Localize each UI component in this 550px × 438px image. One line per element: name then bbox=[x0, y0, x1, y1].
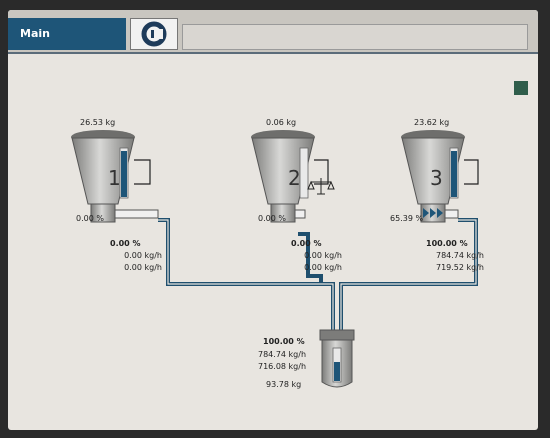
top-bar: Main bbox=[8, 10, 538, 54]
hopper-1-flow-2: 0.00 kg/h bbox=[124, 263, 162, 272]
hopper-3-flow-2: 719.52 kg/h bbox=[435, 263, 484, 272]
receiver-flow-1: 784.74 kg/h bbox=[258, 350, 307, 359]
hopper-2-flow-1: 0.00 kg/h bbox=[304, 251, 342, 260]
logo-button[interactable] bbox=[130, 18, 178, 50]
hopper-1[interactable] bbox=[71, 130, 159, 223]
hopper-1-percent: 0.00 % bbox=[110, 239, 141, 248]
receiver-vessel[interactable] bbox=[319, 329, 355, 388]
hopper-2-weight: 0.06 kg bbox=[266, 118, 297, 127]
receiver-flow-2: 716.08 kg/h bbox=[258, 362, 307, 371]
hopper-2-flow-2: 0.00 kg/h bbox=[304, 263, 342, 272]
hopper-3-level: 65.39 % bbox=[390, 214, 424, 223]
hopper-1-bracket bbox=[134, 159, 151, 185]
tab-main[interactable]: Main bbox=[8, 18, 126, 50]
hopper-1-weight: 26.53 kg bbox=[80, 118, 116, 127]
tab-main-label: Main bbox=[20, 27, 50, 40]
receiver-percent: 100.00 % bbox=[263, 337, 305, 346]
hopper-1-number: 1 bbox=[108, 166, 121, 190]
process-overview: 1 2 3 26.53 kg 0.06 kg 23.62 kg 0.00 % 0… bbox=[8, 52, 538, 430]
hopper-1-flow-1: 0.00 kg/h bbox=[124, 251, 162, 260]
hopper-1-level-bar bbox=[121, 151, 127, 197]
hopper-3-level-bar bbox=[451, 151, 457, 197]
hopper-2[interactable] bbox=[251, 130, 335, 223]
hopper-2-percent: 0.00 % bbox=[291, 239, 322, 248]
header-info-field bbox=[182, 24, 528, 50]
hopper-1-level: 0.00 % bbox=[76, 214, 104, 223]
receiver-weight: 93.78 kg bbox=[266, 380, 302, 389]
hopper-3-number: 3 bbox=[430, 166, 443, 190]
receiver-level-bar bbox=[334, 362, 340, 381]
pipe-network bbox=[158, 218, 478, 330]
feed-arrows-icon bbox=[423, 208, 443, 218]
scale-icon bbox=[307, 178, 335, 195]
hopper-2-level: 0.00 % bbox=[258, 214, 286, 223]
hopper-3-flow-1: 784.74 kg/h bbox=[435, 251, 484, 260]
company-logo-icon bbox=[141, 21, 167, 47]
hopper-2-number: 2 bbox=[288, 166, 301, 190]
hopper-3-percent: 100.00 % bbox=[426, 239, 468, 248]
hmi-screen: Main bbox=[8, 10, 538, 430]
corner-button[interactable] bbox=[514, 81, 528, 95]
hopper-3[interactable] bbox=[401, 130, 479, 223]
hopper-3-weight: 23.62 kg bbox=[414, 118, 450, 127]
pipe-network-inner bbox=[158, 219, 477, 330]
process-diagram bbox=[71, 130, 479, 388]
